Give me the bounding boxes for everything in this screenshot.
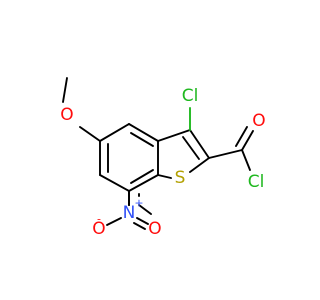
bond-c6-c7 — [128, 174, 159, 192]
atom-o-nitro-right: O — [148, 219, 161, 239]
atom-cl-ring: Cl — [182, 86, 199, 106]
bond-c4-o-methoxy — [79, 126, 101, 142]
bond-c5-c6 — [99, 174, 130, 192]
bond-carbonyl-o — [241, 130, 254, 151]
bond-n-o-double-b — [133, 222, 146, 230]
bond-c7a-c3a — [128, 123, 159, 142]
atom-n-nitro: N — [123, 203, 136, 223]
bond-c2-carbonyl — [208, 149, 243, 159]
bond-c3a-c3 — [157, 129, 191, 142]
atom-o-carbonyl: O — [252, 111, 265, 131]
n-charge-plus: + — [134, 197, 143, 210]
bond-c3-c2-double — [182, 136, 200, 160]
bond-c7a-c3a-double — [130, 132, 154, 147]
atom-s-ring: S — [175, 168, 186, 188]
atom-cl-acyl: Cl — [248, 172, 265, 192]
bond-n-o-double-a — [136, 217, 149, 225]
o-charge-minus: - — [97, 213, 101, 226]
molecule-diagram: Cl O Cl S O N + O - O — [60, 77, 266, 239]
bond-carbonyl-cl — [241, 149, 251, 171]
bond-n-o-single — [106, 217, 122, 226]
nitro-bonds — [106, 190, 149, 230]
bond-o-methyl — [62, 77, 68, 103]
atom-labels: Cl O Cl S O N + O - O — [60, 86, 265, 239]
bond-s-c7a — [157, 174, 172, 179]
thiophene-ring-bonds — [157, 129, 210, 179]
benzene-ring-bonds — [99, 123, 159, 192]
substituent-bonds — [62, 77, 254, 215]
bond-c3a-c4 — [99, 123, 130, 142]
bond-c3-c2 — [189, 129, 210, 159]
bond-carbonyl-o-double — [235, 126, 248, 147]
bond-c6-c7-double — [130, 169, 154, 184]
atom-o-nitro-left: O — [92, 219, 105, 239]
atom-o-methoxy: O — [60, 105, 73, 125]
bond-n-o-left — [138, 204, 152, 215]
bond-c2-s — [189, 157, 210, 173]
